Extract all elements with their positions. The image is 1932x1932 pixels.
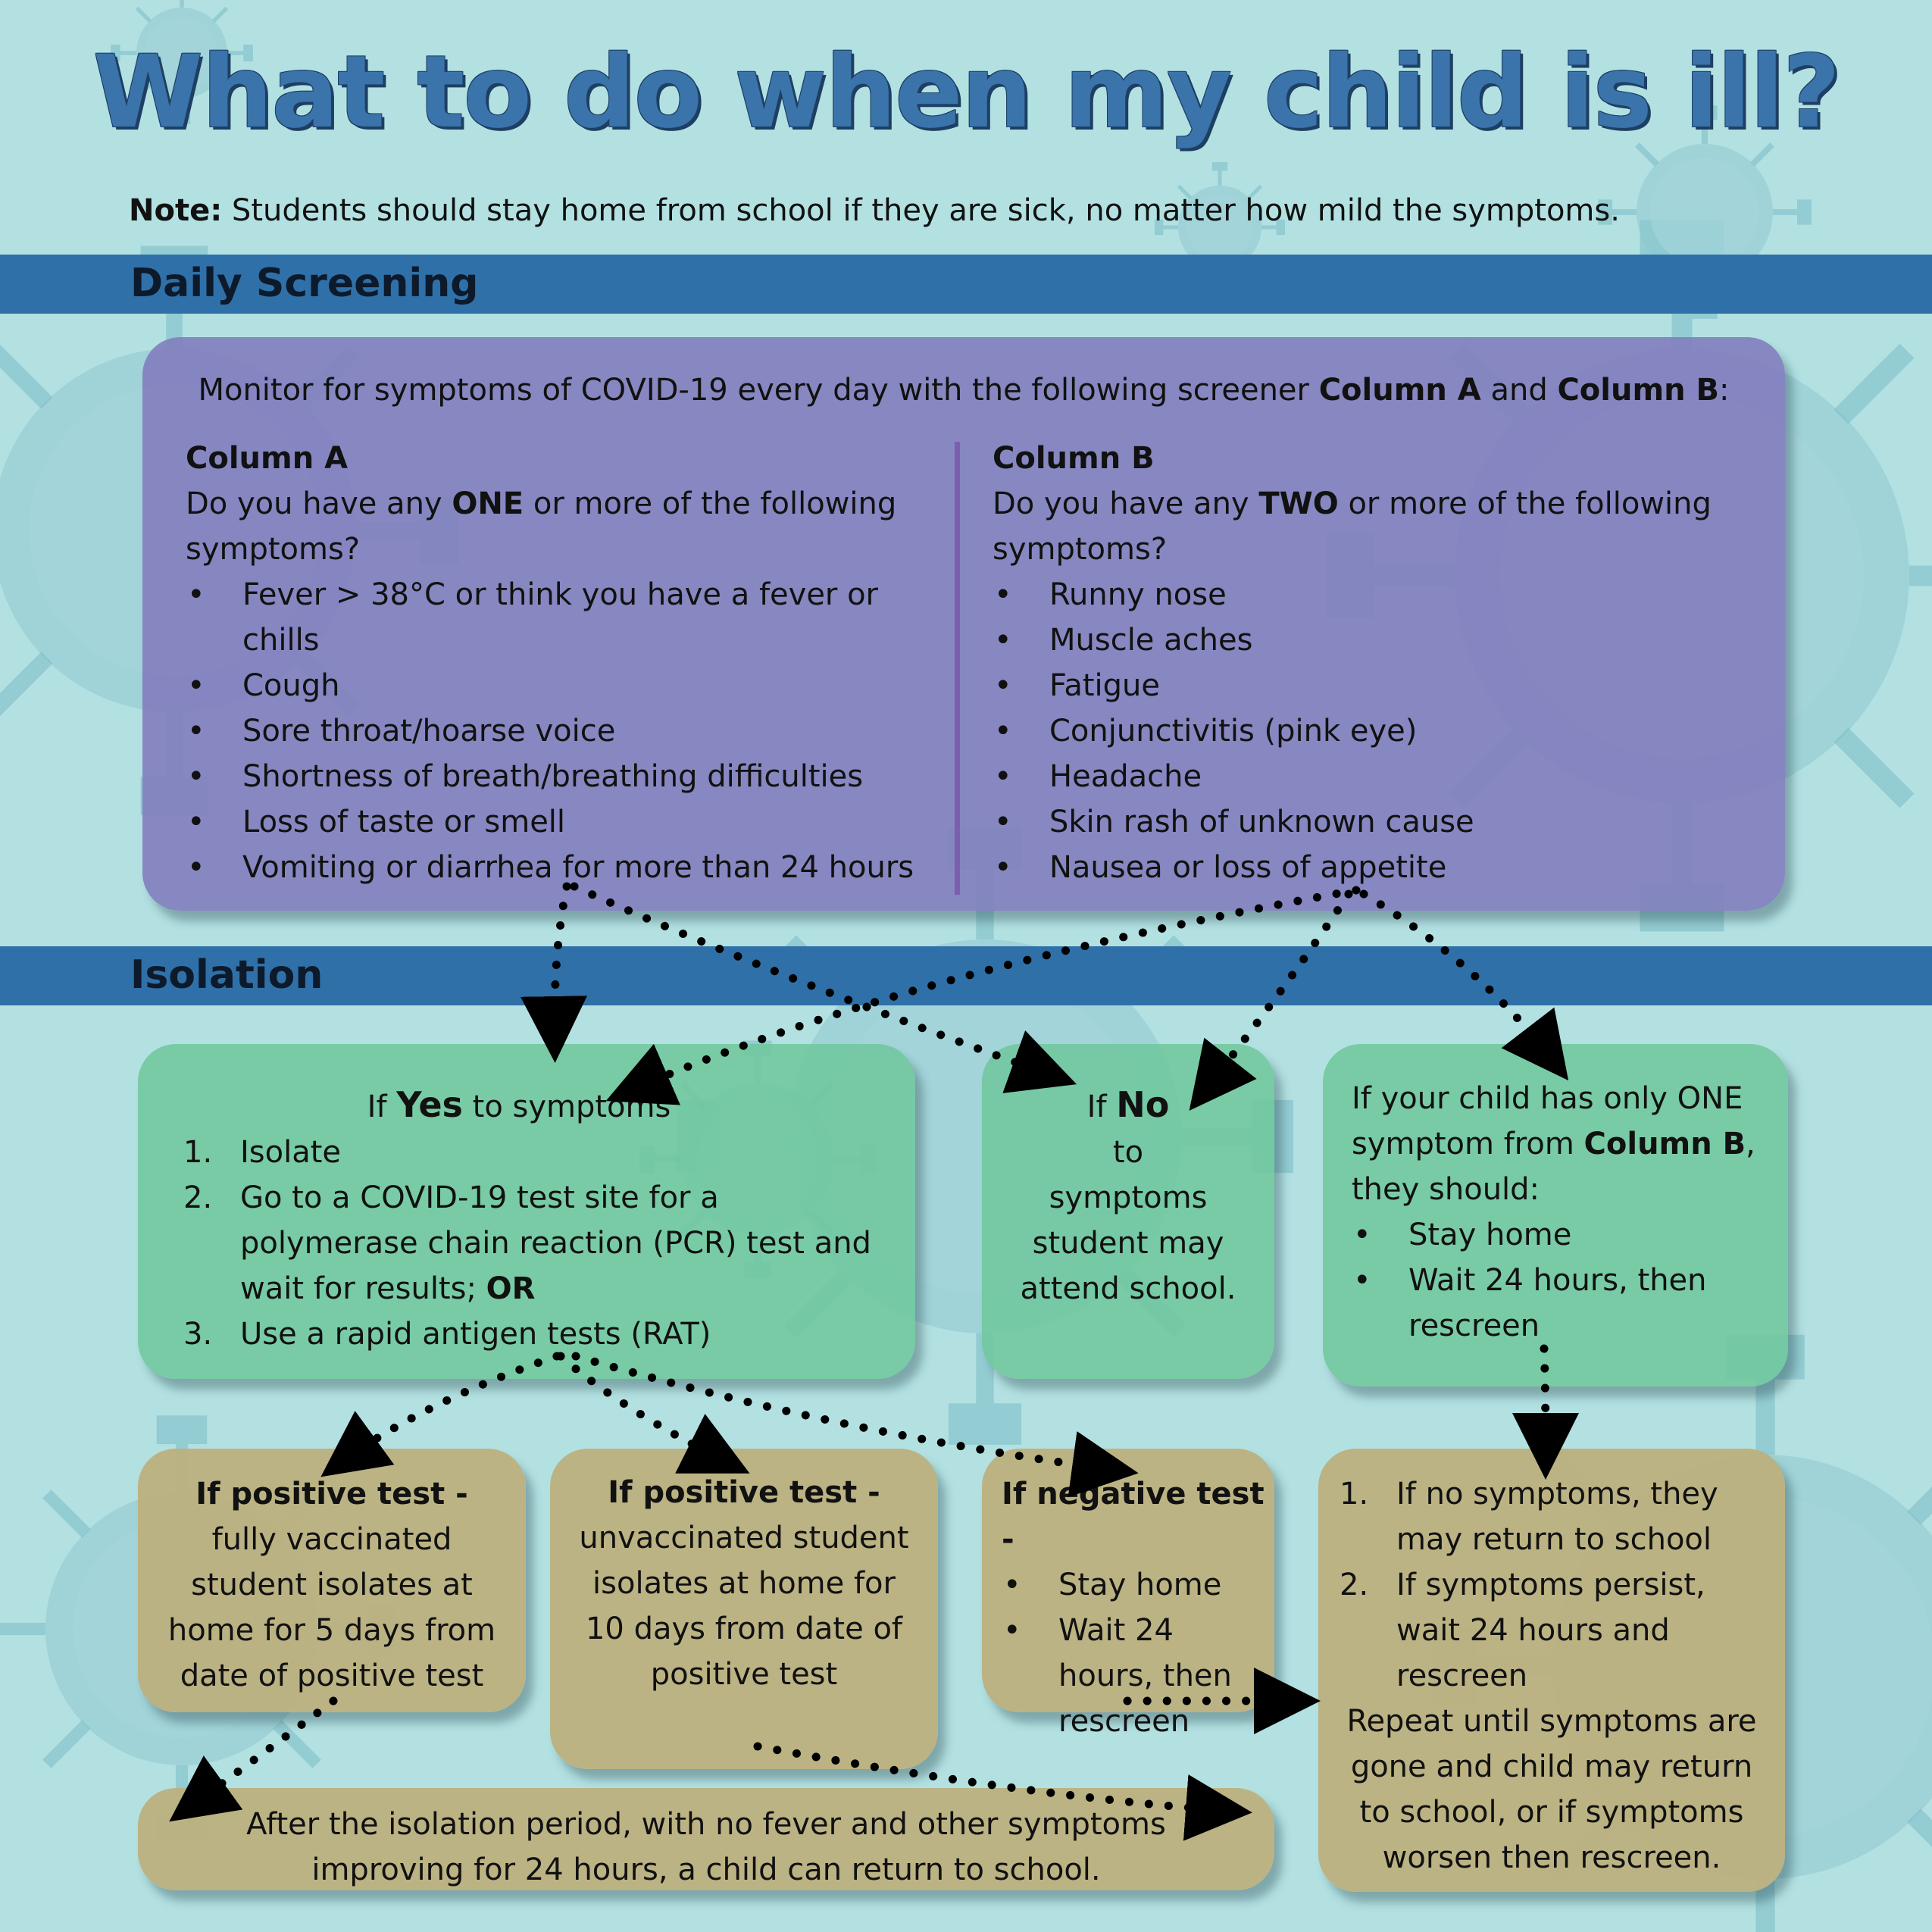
yes-heading: If Yes to symptoms: [367, 1084, 671, 1125]
note-label: Note:: [129, 193, 223, 228]
note-body: Students should stay home from school if…: [231, 193, 1620, 228]
intro-text: Monitor for symptoms of COVID-19 every d…: [198, 373, 1319, 408]
section-band-daily: Daily Screening: [0, 255, 1932, 314]
list-item: Vomiting or diarrhea for more than 24 ho…: [186, 845, 958, 890]
yes-symptoms-box: If Yes to symptoms 1.Isolate 2.Go to a C…: [138, 1044, 915, 1379]
no-line: student may: [1032, 1226, 1224, 1261]
after-isolation-text: After the isolation period, with no feve…: [246, 1807, 1166, 1887]
list-item: 2.If symptoms persist, wait 24 hours and…: [1340, 1568, 1705, 1693]
list-item: Headache: [993, 754, 1765, 799]
list-item: Sore throat/hoarse voice: [186, 708, 958, 754]
no-heading: If No: [1086, 1084, 1170, 1125]
list-item: 1.Isolate: [183, 1135, 342, 1170]
positive-vaccinated-text: fully vaccinated student isolates at hom…: [167, 1522, 496, 1693]
note-text: Note: Students should stay home from sch…: [129, 193, 1871, 228]
list-item: Stay home: [1352, 1212, 1765, 1258]
list-item: Loss of taste or smell: [186, 799, 958, 845]
no-symptoms-box: If No to symptoms student may attend sch…: [982, 1044, 1274, 1379]
column-a-heading: Column A: [186, 441, 349, 476]
rescreen-repeat-text: Repeat until symptoms are gone and child…: [1346, 1704, 1757, 1875]
positive-unvaccinated-text: unvaccinated student isolates at home fo…: [579, 1521, 909, 1692]
list-item: Wait 24 hours, then rescreen: [1002, 1608, 1267, 1744]
rescreen-box: 1.If no symptoms, they may return to sch…: [1318, 1449, 1785, 1892]
list-item: 3.Use a rapid antigen tests (RAT): [183, 1317, 711, 1352]
list-item: 1.If no symptoms, they may return to sch…: [1340, 1477, 1718, 1557]
list-item: Fatigue: [993, 663, 1765, 708]
section-label-daily: Daily Screening: [130, 261, 479, 306]
page-title: What to do when my child is ill?: [92, 34, 1841, 151]
negative-test-box: If negative test - Stay home Wait 24 hou…: [982, 1449, 1274, 1739]
list-item: Shortness of breath/breathing difficulti…: [186, 754, 958, 799]
intro-col-a: Column A: [1318, 373, 1481, 408]
list-item: Runny nose: [993, 572, 1765, 617]
list-item: Wait 24 hours, then rescreen: [1352, 1258, 1765, 1349]
positive-unvaccinated-heading: If positive test -: [608, 1475, 880, 1510]
intro-and: and: [1480, 373, 1558, 408]
column-b-heading: Column B: [993, 441, 1155, 476]
one-b-intro: If your child has only ONE symptom from …: [1352, 1081, 1755, 1207]
no-line: attend school.: [1020, 1271, 1236, 1306]
negative-list: Stay home Wait 24 hours, then rescreen: [1002, 1562, 1267, 1744]
list-item: Muscle aches: [993, 617, 1765, 663]
list-item: Fever > 38°C or think you have a fever o…: [186, 572, 958, 663]
section-band-isolation: Isolation: [0, 946, 1932, 1005]
list-item: Nausea or loss of appetite: [993, 845, 1765, 890]
column-b-question: Do you have any TWO or more of the follo…: [993, 486, 1712, 567]
intro-end: :: [1719, 373, 1730, 408]
list-item: 2.Go to a COVID-19 test site for a polym…: [183, 1180, 871, 1306]
rescreen-steps: 1.If no symptoms, they may return to sch…: [1340, 1471, 1764, 1699]
column-b-list: Runny nose Muscle aches Fatigue Conjunct…: [993, 572, 1765, 890]
screening-card: Monitor for symptoms of COVID-19 every d…: [142, 337, 1785, 911]
positive-vaccinated-box: If positive test - fully vaccinated stud…: [138, 1449, 526, 1712]
one-b-list: Stay home Wait 24 hours, then rescreen: [1352, 1212, 1765, 1349]
column-b: Column B Do you have any TWO or more of …: [993, 436, 1765, 890]
column-divider: [955, 442, 960, 895]
negative-heading: If negative test -: [1002, 1477, 1265, 1557]
list-item: Stay home: [1002, 1562, 1267, 1608]
one-column-b-box: If your child has only ONE symptom from …: [1323, 1044, 1788, 1386]
list-item: Skin rash of unknown cause: [993, 799, 1765, 845]
yes-steps: 1.Isolate 2.Go to a COVID-19 test site f…: [183, 1130, 885, 1357]
list-item: Conjunctivitis (pink eye): [993, 708, 1765, 754]
after-isolation-box: After the isolation period, with no feve…: [138, 1788, 1274, 1890]
list-item: Cough: [186, 663, 958, 708]
no-line: symptoms: [1049, 1180, 1208, 1215]
intro-col-b: Column B: [1557, 373, 1720, 408]
positive-vaccinated-heading: If positive test -: [195, 1477, 468, 1512]
column-a: Column A Do you have any ONE or more of …: [186, 436, 958, 890]
no-line: to: [1112, 1135, 1144, 1170]
column-a-question: Do you have any ONE or more of the follo…: [186, 486, 897, 567]
column-a-list: Fever > 38°C or think you have a fever o…: [186, 572, 958, 890]
screening-intro: Monitor for symptoms of COVID-19 every d…: [142, 367, 1785, 413]
positive-unvaccinated-box: If positive test - unvaccinated student …: [550, 1449, 938, 1769]
section-label-isolation: Isolation: [130, 952, 324, 998]
